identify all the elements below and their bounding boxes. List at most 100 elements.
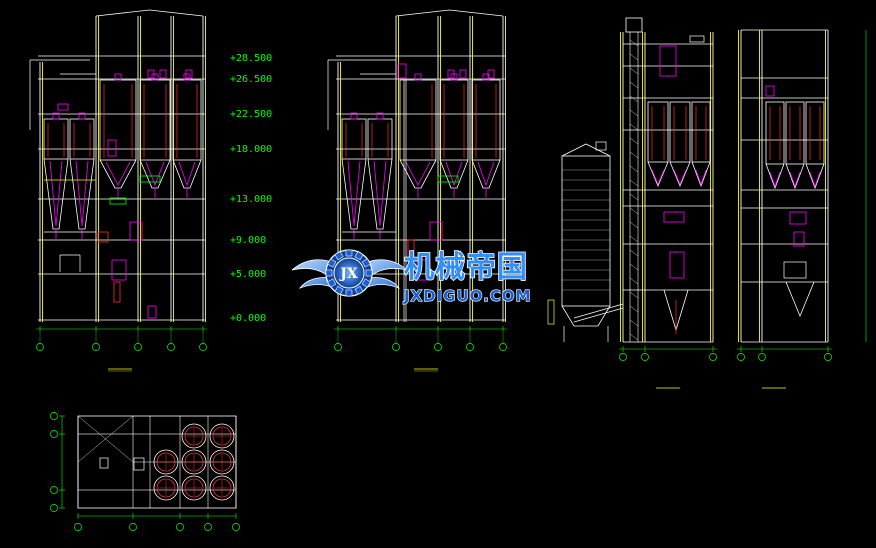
feeder-line [769,171,781,188]
axis-bubble-icon [50,430,58,438]
feeder-line [373,160,387,227]
equipment-box [109,197,127,205]
silo-plan-inner [212,478,232,498]
equipment-box [487,69,495,79]
roof-line [95,9,204,17]
elevation-label: +22.500 [230,109,272,120]
equipment-box [482,73,490,81]
feeder-line [809,171,821,188]
equipment-box [97,231,109,243]
elevator-brace [629,291,639,299]
elevator-brace [629,137,639,145]
equipment-box [669,251,685,279]
equipment-box [689,35,705,43]
silo-plan-circle [153,449,179,475]
elevator-brace [629,249,639,257]
gear-wings-icon: JX [291,249,408,297]
gear-tooth [334,285,344,295]
silo-outline [765,101,785,165]
elevation-label: +5.000 [230,269,266,280]
gear-tooth [345,289,353,297]
silo-cone [765,163,785,190]
equipment-box [147,69,155,79]
equipment-box [447,69,455,79]
silo-outline [341,118,367,160]
axis-bubble-icon [392,343,400,351]
elevation-label: +26.500 [230,74,272,85]
silo-plan-inner [156,478,176,498]
silo-cone [99,159,137,189]
equipment-box [376,112,384,120]
elevator-brace [629,67,639,75]
equipment-box [139,175,161,183]
feeder-line [789,171,801,188]
equipment-box [111,259,127,281]
silo-outline [69,118,95,160]
axis-bubble-icon [499,343,507,351]
axis-bubble-icon [824,353,832,361]
silo-plan-inner [184,452,204,472]
silo-cone [669,161,691,188]
elevator-brace [629,165,639,173]
silo-plan-inner [212,452,232,472]
equipment-box [78,112,86,120]
silo-cone [139,159,171,189]
axis-bubble-icon [50,412,58,420]
silo-cone [561,305,611,327]
feeder-line [695,169,707,186]
silo-plan-circle [209,475,235,501]
axis-bubble-icon [641,353,649,361]
equipment-box [407,239,415,261]
equipment-box [57,103,69,111]
silo-cone [785,163,805,190]
elevator-brace [629,39,639,47]
silo-cone [43,158,69,230]
plan-view [50,412,240,531]
feeder-line [651,169,665,186]
equipment-box [147,305,157,319]
elevation-label: +0.000 [230,313,266,324]
elevator-brace [629,53,639,61]
equipment-box [789,211,807,225]
plan-diagonal [77,415,134,463]
equipment-box [52,112,60,120]
axis-bubble-icon [50,486,58,494]
axis-bubble-icon [92,343,100,351]
section-view-2 [327,9,507,372]
silo-outline [99,79,137,161]
silo-cone [341,158,367,230]
equipment-box [765,85,775,97]
watermark-brand-cn: 机械帝国 [404,250,528,285]
equipment-box [129,221,143,241]
silo-outline [785,101,805,165]
section-view-1 [29,9,207,372]
elevator-head [625,17,643,33]
axis-bubble-icon [176,523,184,531]
equipment-box [397,63,407,79]
axis-bubble-icon [434,343,442,351]
silo-plan-inner [184,426,204,446]
screw-conveyor [573,303,624,319]
silo-outline [805,101,825,165]
silo-cone [69,158,95,230]
silo-plan-circle [181,423,207,449]
gear-tooth [361,278,371,288]
gear-tooth [327,278,337,288]
elevator-brace [629,179,639,187]
silo-plan-inner [212,426,232,446]
elevator-brace [629,95,639,103]
elevator-brace [629,305,639,313]
equipment-box [663,211,685,223]
side-view-4 [737,29,867,389]
equipment-box [429,221,443,241]
elevator-brace [629,193,639,201]
feeder-line [673,169,687,186]
elevator-brace [629,333,639,341]
axis-bubble-icon [758,353,766,361]
elevator-brace [629,207,639,215]
feeder-line [405,161,431,186]
axis-bubble-icon [134,343,142,351]
axis-bubble-icon [129,523,137,531]
feeder-line [105,161,131,186]
